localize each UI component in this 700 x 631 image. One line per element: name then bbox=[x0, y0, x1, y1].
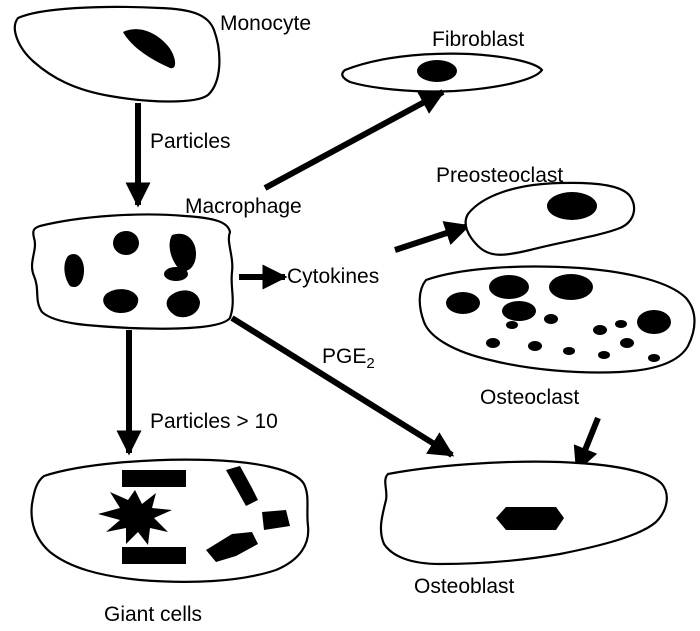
fibroblast-nucleus bbox=[417, 60, 457, 82]
arrow-macrophage-to-fibroblast bbox=[265, 92, 443, 188]
label-osteoblast: Osteoblast bbox=[414, 575, 515, 598]
osteoclast-nucleus bbox=[502, 301, 536, 321]
label-pge: PGE2 bbox=[322, 345, 375, 372]
osteoclast-granule bbox=[563, 347, 575, 355]
osteoclast-granule bbox=[506, 321, 518, 329]
arrow-macrophage-to-osteoblast bbox=[232, 318, 452, 455]
giant-cell bbox=[32, 460, 309, 582]
osteoclast-granule bbox=[486, 338, 500, 348]
osteoblast-cell bbox=[381, 462, 667, 564]
label-monocyte: Monocyte bbox=[220, 12, 311, 35]
preosteoclast-cell bbox=[466, 183, 634, 255]
macrophage-granule bbox=[164, 267, 188, 281]
macrophage-granule bbox=[113, 231, 139, 255]
osteoclast-granule bbox=[528, 341, 542, 351]
osteoblast-nucleus bbox=[496, 507, 564, 530]
osteoclast-granule bbox=[544, 314, 558, 324]
macrophage-cell bbox=[32, 214, 233, 328]
osteoclast-granule bbox=[615, 320, 627, 328]
preosteoclast-nucleus bbox=[547, 192, 597, 220]
label-cytokines: Cytokines bbox=[287, 265, 379, 288]
label-particles-gt10: Particles > 10 bbox=[150, 410, 278, 433]
osteoclast-granule bbox=[648, 354, 660, 362]
osteoclast-granule bbox=[620, 338, 634, 348]
label-osteoclast: Osteoclast bbox=[480, 386, 579, 409]
arrow-cytokines-to-preosteoclast bbox=[395, 226, 468, 250]
label-preosteoclast: Preosteoclast bbox=[436, 164, 563, 187]
label-fibroblast: Fibroblast bbox=[432, 28, 524, 51]
osteoclast-nucleus bbox=[637, 310, 671, 334]
label-particles: Particles bbox=[150, 130, 231, 153]
osteoclast-granule bbox=[598, 351, 610, 359]
label-giant-cells: Giant cells bbox=[104, 603, 202, 626]
label-macrophage: Macrophage bbox=[185, 195, 302, 218]
osteoclast-granule bbox=[593, 325, 607, 335]
osteoclast-nucleus bbox=[446, 292, 480, 314]
giant-cell-particle bbox=[122, 547, 186, 564]
osteoclast-nucleus bbox=[549, 274, 593, 300]
monocyte-cell bbox=[15, 7, 220, 102]
giant-cell-particle bbox=[122, 470, 186, 487]
osteoclast-cell bbox=[420, 267, 695, 373]
fibroblast-cell bbox=[342, 54, 542, 92]
osteoclast-nucleus bbox=[489, 275, 529, 299]
